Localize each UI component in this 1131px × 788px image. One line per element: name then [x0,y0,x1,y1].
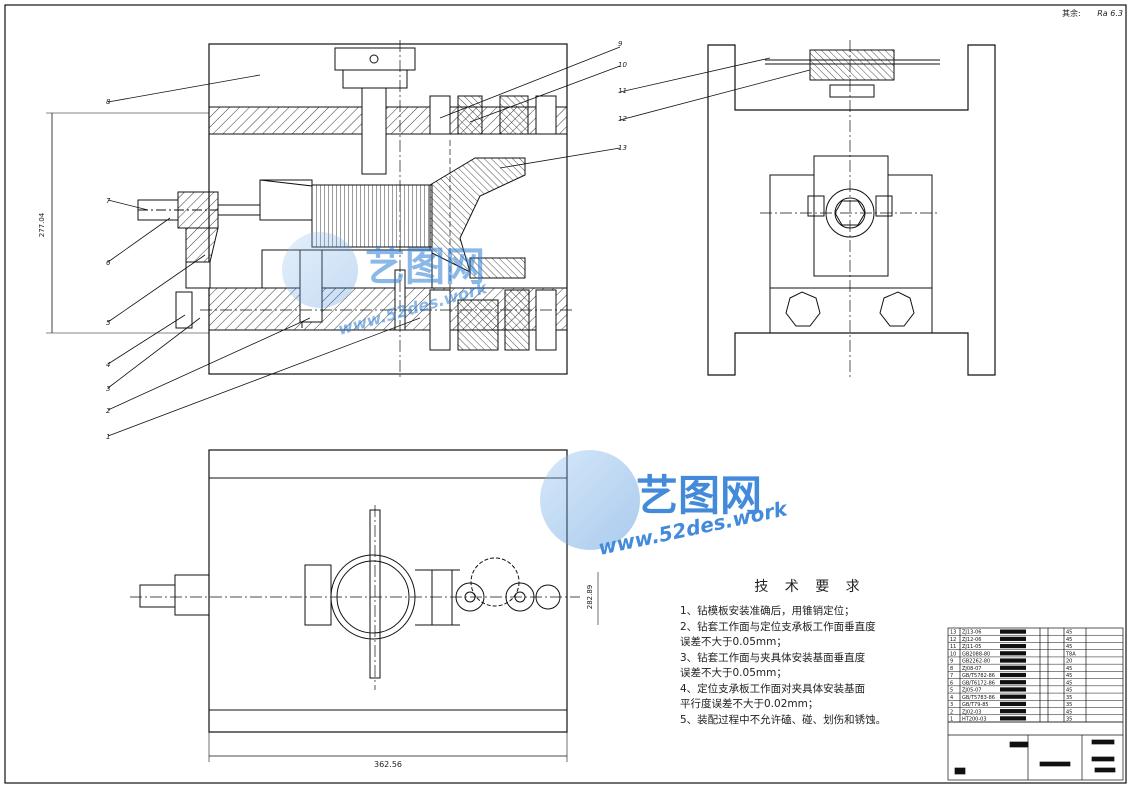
tech-line-4: 3、钻套工作面与夹具体安装基面垂直度 [680,651,866,664]
balloon-6: 6 [106,259,111,267]
top-view [130,449,599,762]
balloon-11: 11 [618,87,627,95]
roughness-prefix: 其余: [1062,9,1081,18]
parts-row-redaction [1000,716,1026,721]
balloon-5: 5 [106,319,111,327]
roughness-note: 其余: Ra 6.3 [1062,8,1123,19]
parts-row-no: 11 [950,644,956,650]
parts-row-redaction [1000,672,1026,678]
side-view [707,40,996,380]
parts-row-material: 45 [1066,637,1072,643]
parts-row-redaction [1000,629,1026,634]
balloon-13: 13 [618,144,627,152]
dimension-side: 282.89 [586,585,594,610]
balloon-12: 12 [618,115,627,123]
parts-row-redaction [1000,636,1026,641]
parts-row-code: ZJ08-07 [962,666,981,672]
parts-row-redaction [1000,651,1026,656]
tech-line-2: 2、钻套工作面与定位支承板工作面垂直度 [680,620,876,633]
parts-row-no: 3 [950,702,953,708]
parts-row-material: 45 [1066,666,1072,672]
balloon-leaders [107,46,811,437]
parts-row-redaction [1000,709,1026,714]
dimension-height: 277.04 [38,212,46,237]
front-view [46,40,575,380]
parts-row-code: ZJ02-03 [962,709,981,715]
parts-row-material: 45 [1066,680,1072,686]
tech-line-1: 1、钻模板安装准确后，用锥销定位； [680,605,855,617]
parts-row-code: HT200-03 [962,717,987,723]
balloon-9: 9 [618,40,623,48]
parts-row-no: 1 [950,717,953,723]
watermark-center: 艺图网 www.52des.work [540,450,791,560]
parts-row-code: ZJ05-07 [962,688,981,694]
balloon-1: 1 [106,433,110,441]
balloon-3: 3 [106,385,110,393]
balloon-labels: 1 2 3 4 5 6 7 8 9 10 11 12 13 [106,40,627,441]
dimension-width: 362.56 [374,760,402,769]
parts-row-material: 35 [1066,695,1072,701]
parts-row-no: 7 [950,673,953,679]
parts-row-material: 45 [1066,709,1072,715]
balloon-2: 2 [106,407,111,415]
parts-row-code: GB2088-80 [962,651,990,657]
roughness-value: Ra 6.3 [1097,9,1123,18]
parts-row-redaction [1000,665,1026,670]
drawing-frame [4,4,1127,784]
parts-row-no: 8 [950,666,953,672]
parts-row-no: 10 [950,651,956,657]
technical-requirements: 技 术 要 求 1、钻模板安装准确后，用锥销定位； 2、钻套工作面与定位支承板工… [680,576,940,728]
parts-row-redaction [1000,694,1026,699]
parts-row-redaction [1000,701,1026,707]
parts-row-no: 9 [950,659,953,665]
balloon-8: 8 [106,98,111,106]
parts-row-redaction [1000,687,1026,692]
watermark-brand-top: 艺图网 [365,244,485,290]
parts-row-material: 45 [1066,630,1072,636]
parts-row-code: ZJ11-05 [962,644,981,650]
parts-row-material: 45 [1066,688,1072,694]
parts-row-redaction [1000,658,1026,663]
parts-row-no: 12 [950,637,956,643]
parts-row-redaction [1000,680,1026,685]
tech-line-8: 5、装配过程中不允许磕、碰、划伤和锈蚀。 [680,713,887,726]
parts-row-no: 2 [950,709,953,715]
tech-line-5: 误差不大于0.05mm； [680,667,787,679]
parts-row-material: 45 [1066,644,1072,650]
parts-row-code: GB/T79-85 [962,702,989,708]
parts-row-material: 35 [1066,717,1072,723]
parts-row-redaction [1000,643,1026,649]
parts-row-code: GB/T5783-86 [962,695,995,701]
tech-line-6: 4、定位支承板工作面对夹具体安装基面 [680,682,866,695]
parts-row-code: GB/T6172-86 [962,680,995,686]
tech-line-7: 平行度误差不大于0.02mm； [680,698,819,710]
parts-row-material: 20 [1066,659,1072,665]
parts-row-code: GB/T5782-86 [962,673,995,679]
parts-row-code: ZJ13-06 [962,630,981,636]
tech-line-3: 误差不大于0.05mm； [680,636,787,648]
parts-row-material: 45 [1066,673,1072,679]
parts-row-no: 6 [950,680,953,686]
balloon-4: 4 [106,361,110,369]
watermark-brand-center: 艺图网 [636,471,762,520]
parts-row-no: 4 [950,695,953,701]
parts-row-code: ZJ12-06 [962,637,981,643]
parts-row-material: 35 [1066,702,1072,708]
parts-row-no: 5 [950,688,953,694]
parts-row-no: 13 [950,630,956,636]
balloon-7: 7 [106,197,111,205]
parts-row-code: GB2262-80 [962,659,990,665]
balloon-10: 10 [618,61,627,69]
tech-title: 技 术 要 求 [754,579,866,595]
parts-row-material: T8A [1065,651,1076,657]
title-block [947,627,1124,781]
